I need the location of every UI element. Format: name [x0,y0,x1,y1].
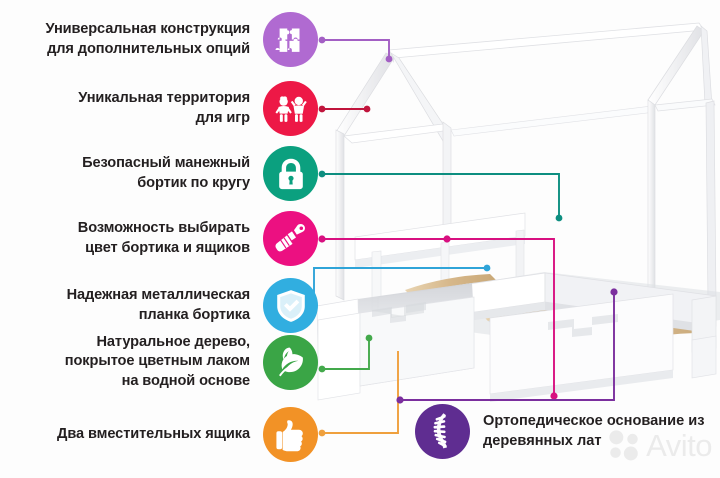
line-color-choice [321,238,555,397]
line-natural-wood [321,337,370,370]
feature-label: Надежная металлическая планка бортика [66,287,251,323]
roof-long-beam [450,105,656,137]
headboard-top-rail [354,212,526,261]
paintbrush-icon [263,211,318,266]
bed-side-rail-front-left [377,272,546,327]
feature-label: Два вместительных ящика [57,425,250,442]
line-two-drawers [321,351,399,434]
puzzle-icon [263,12,318,67]
roof-tie-beam-rear [654,98,716,112]
avito-logo-icon [609,430,638,461]
feature-safe-rail[interactable]: Безопасный манежный бортик по кругу [18,146,318,201]
feature-metal-plank[interactable]: Надежная металлическая планка бортика [18,278,318,333]
leaf-icon [263,334,318,390]
bed-rail-bottom-shadow-right [545,302,716,334]
bed-leg-right [691,335,717,379]
post-rear-right [705,100,717,304]
slat-base [393,272,720,351]
feature-two-drawers[interactable]: Два вместительных ящика [18,407,318,462]
feature-label: Универсальная конструкция для дополнител… [45,21,251,57]
headboard-post-mid [440,241,450,343]
avito-wordmark: Avito [646,427,712,463]
post-front-middle [442,121,452,233]
feature-natural-wood[interactable]: Натуральное дерево, покрытое цветным лак… [18,333,318,391]
line-universal-construction [321,39,390,60]
feature-universal-construction[interactable]: Универсальная конструкция для дополнител… [18,12,318,67]
feature-orthopedic-base[interactable]: Ортопедическое основание из деревянных л… [415,404,720,459]
bed-foot-rail [691,295,717,353]
bed-rail-bottom-shadow-left [378,302,545,334]
roof-rafter-left-front [335,52,395,137]
feature-unique-play-area[interactable]: Уникальная территория для игр [18,81,318,136]
headboard-post-left [371,250,382,353]
bed-group [316,22,720,402]
feature-label: Возможность выбирать цвет бортика и ящик… [77,220,250,256]
feature-label: Ортопедическое основание из деревянных л… [483,413,705,449]
spine-icon [415,404,470,459]
headboard-post-right [515,229,525,333]
headboard-top-rail-shadow [355,236,525,268]
line-safe-rail [321,173,560,219]
roof-rafter-left-rear [647,25,705,106]
line-orthopedic-base [399,291,615,401]
thumbs-up-icon [263,407,318,462]
roof-rafter-right-front [390,52,452,142]
drawer-right [489,293,674,402]
avito-watermark: Avito [607,428,712,462]
children-icon [263,81,318,136]
feature-color-choice[interactable]: Возможность выбирать цвет бортика и ящик… [18,211,318,266]
feature-label: Уникальная территория для игр [78,90,250,126]
feature-label: Натуральное дерево, покрытое цветным лак… [64,334,250,389]
feature-label: Безопасный манежный бортик по кругу [82,155,250,191]
lock-icon [263,146,318,201]
post-rear-left [647,99,656,301]
bed-side-rail-front-right [544,272,717,327]
roof-tie-beam-front [343,123,452,144]
shield-check-icon [263,278,318,333]
roof-rafter-right-rear [700,25,713,107]
post-front-left [335,129,345,301]
roof-ridge-beam [388,22,705,59]
drawer-left [316,283,475,401]
